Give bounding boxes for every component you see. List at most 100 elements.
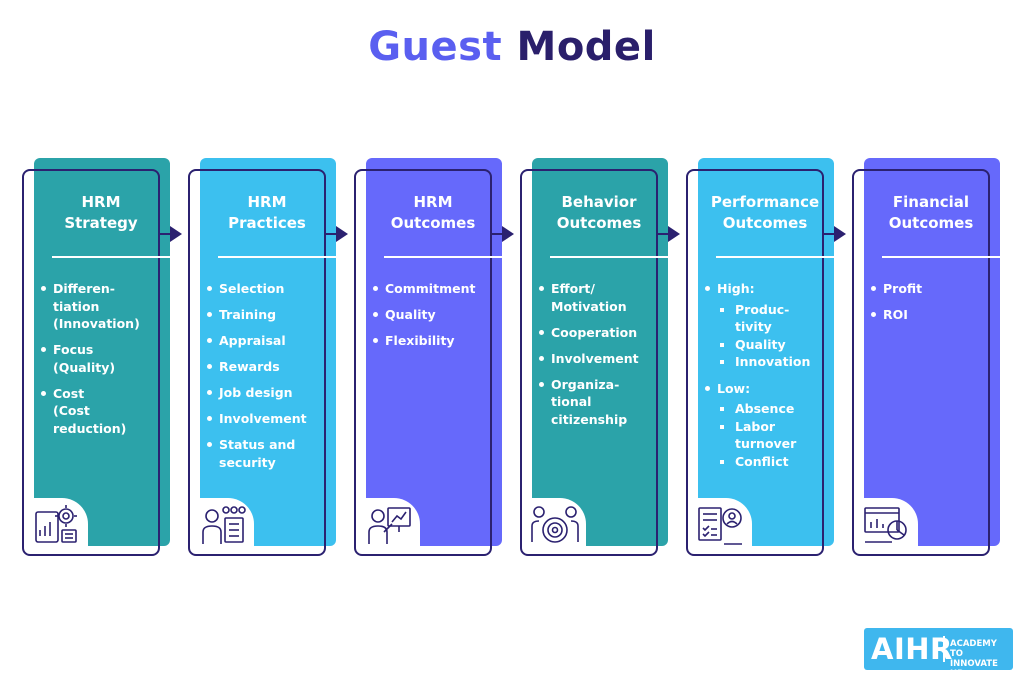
bullet-list: High: Produc- tivity Quality Innovation … <box>702 280 834 479</box>
list-item: Cooperation <box>536 324 668 342</box>
logo-separator <box>943 636 945 662</box>
header-line: Performance <box>710 193 820 211</box>
header-divider <box>716 256 834 258</box>
diagram-title: Guest Model <box>0 24 1024 70</box>
column-fill <box>698 158 834 546</box>
list-item: Status and security <box>204 436 336 471</box>
list-item: Involvement <box>204 410 336 428</box>
column-frame <box>354 169 492 556</box>
sub-item: Labor turnover <box>717 418 834 453</box>
list-item: Training <box>204 306 336 324</box>
column-header: Performance Outcomes <box>696 192 834 234</box>
list-item: Flexibility <box>370 332 502 350</box>
header-divider <box>550 256 668 258</box>
list-item: Focus (Quality) <box>38 341 170 376</box>
column-hrm-outcomes: HRM Outcomes Commitment Quality Flexibil… <box>354 158 502 558</box>
header-line: Outcomes <box>390 214 476 232</box>
sub-item: Conflict <box>717 453 834 471</box>
group-label: Low: <box>717 380 751 396</box>
tagline-line: ACADEMY TO <box>950 639 997 659</box>
column-frame <box>188 169 326 556</box>
list-item: Job design <box>204 384 336 402</box>
arrow-right-icon <box>490 226 514 242</box>
header-divider <box>218 256 336 258</box>
financial-analytics-icon <box>858 498 918 552</box>
title-word-guest: Guest <box>368 24 503 70</box>
column-fill <box>864 158 1000 546</box>
column-behavior-outcomes: Behavior Outcomes Effort/ Motivation Coo… <box>520 158 668 558</box>
team-people-icon <box>194 498 254 552</box>
sub-item: Absence <box>717 400 834 418</box>
header-line: Practices <box>228 214 306 232</box>
list-group-high: High: Produc- tivity Quality Innovation <box>702 280 834 371</box>
sub-item: Quality <box>717 336 834 354</box>
header-divider <box>384 256 502 258</box>
tagline-line: INNOVATE HR <box>950 659 998 679</box>
header-line: Strategy <box>64 214 138 232</box>
bullet-list: Selection Training Appraisal Rewards Job… <box>204 280 336 480</box>
strategy-gear-chart-icon <box>28 498 88 552</box>
logo-tagline: ACADEMY TO INNOVATE HR <box>950 639 1012 679</box>
bullet-list: Commitment Quality Flexibility <box>370 280 502 358</box>
header-divider <box>52 256 170 258</box>
arrow-right-icon <box>158 226 182 242</box>
column-fill <box>34 158 170 546</box>
aihr-logo: AIHR ACADEMY TO INNOVATE HR <box>864 628 1013 679</box>
logo-mark: AIHR <box>871 632 953 666</box>
column-performance-outcomes: Performance Outcomes High: Produc- tivit… <box>686 158 834 558</box>
list-item: Selection <box>204 280 336 298</box>
header-divider <box>882 256 1000 258</box>
column-header: Behavior Outcomes <box>530 192 668 234</box>
column-hrm-strategy: HRM Strategy Differen- tiation (Innovati… <box>22 158 170 558</box>
column-frame <box>22 169 160 556</box>
arrow-right-icon <box>822 226 846 242</box>
title-word-model: Model <box>516 24 656 70</box>
header-line: Behavior <box>561 193 637 211</box>
column-frame <box>520 169 658 556</box>
list-item: ROI <box>868 306 1000 324</box>
column-fill <box>532 158 668 546</box>
column-fill <box>366 158 502 546</box>
presenter-board-icon <box>360 498 420 552</box>
performance-review-icon <box>692 498 752 552</box>
arrow-right-icon <box>324 226 348 242</box>
list-item: Involvement <box>536 350 668 368</box>
list-item: Organiza- tional citizenship <box>536 376 668 429</box>
column-header: Financial Outcomes <box>862 192 1000 234</box>
target-people-icon <box>526 498 586 552</box>
column-header: HRM Strategy <box>32 192 170 234</box>
list-group-low: Low: Absence Labor turnover Conflict <box>702 380 834 471</box>
bullet-list: Effort/ Motivation Cooperation Involveme… <box>536 280 668 437</box>
list-item: Quality <box>370 306 502 324</box>
column-financial-outcomes: Financial Outcomes Profit ROI <box>852 158 1000 558</box>
sub-list: Produc- tivity Quality Innovation <box>717 301 834 371</box>
list-item: Profit <box>868 280 1000 298</box>
header-line: HRM <box>413 193 453 211</box>
column-hrm-practices: HRM Practices Selection Training Apprais… <box>188 158 336 558</box>
header-line: Outcomes <box>556 214 642 232</box>
sub-item: Produc- tivity <box>717 301 834 336</box>
column-header: HRM Practices <box>198 192 336 234</box>
column-frame <box>852 169 990 556</box>
bullet-list: Profit ROI <box>868 280 1000 332</box>
list-item: Differen- tiation (Innovation) <box>38 280 170 333</box>
arrow-right-icon <box>656 226 680 242</box>
column-frame <box>686 169 824 556</box>
logo-background <box>864 628 1013 670</box>
list-item: Cost (Cost reduction) <box>38 385 170 438</box>
header-line: HRM <box>247 193 287 211</box>
list-item: Effort/ Motivation <box>536 280 668 315</box>
list-item: Appraisal <box>204 332 336 350</box>
header-line: Outcomes <box>722 214 808 232</box>
sub-list: Absence Labor turnover Conflict <box>717 400 834 470</box>
header-line: HRM <box>81 193 121 211</box>
list-item: Commitment <box>370 280 502 298</box>
column-fill <box>200 158 336 546</box>
header-line: Financial <box>892 193 970 211</box>
bullet-list: Differen- tiation (Innovation) Focus (Qu… <box>38 280 170 446</box>
sub-item: Innovation <box>717 353 834 371</box>
list-item: Rewards <box>204 358 336 376</box>
column-header: HRM Outcomes <box>364 192 502 234</box>
group-label: High: <box>717 281 755 296</box>
header-line: Outcomes <box>888 214 974 232</box>
